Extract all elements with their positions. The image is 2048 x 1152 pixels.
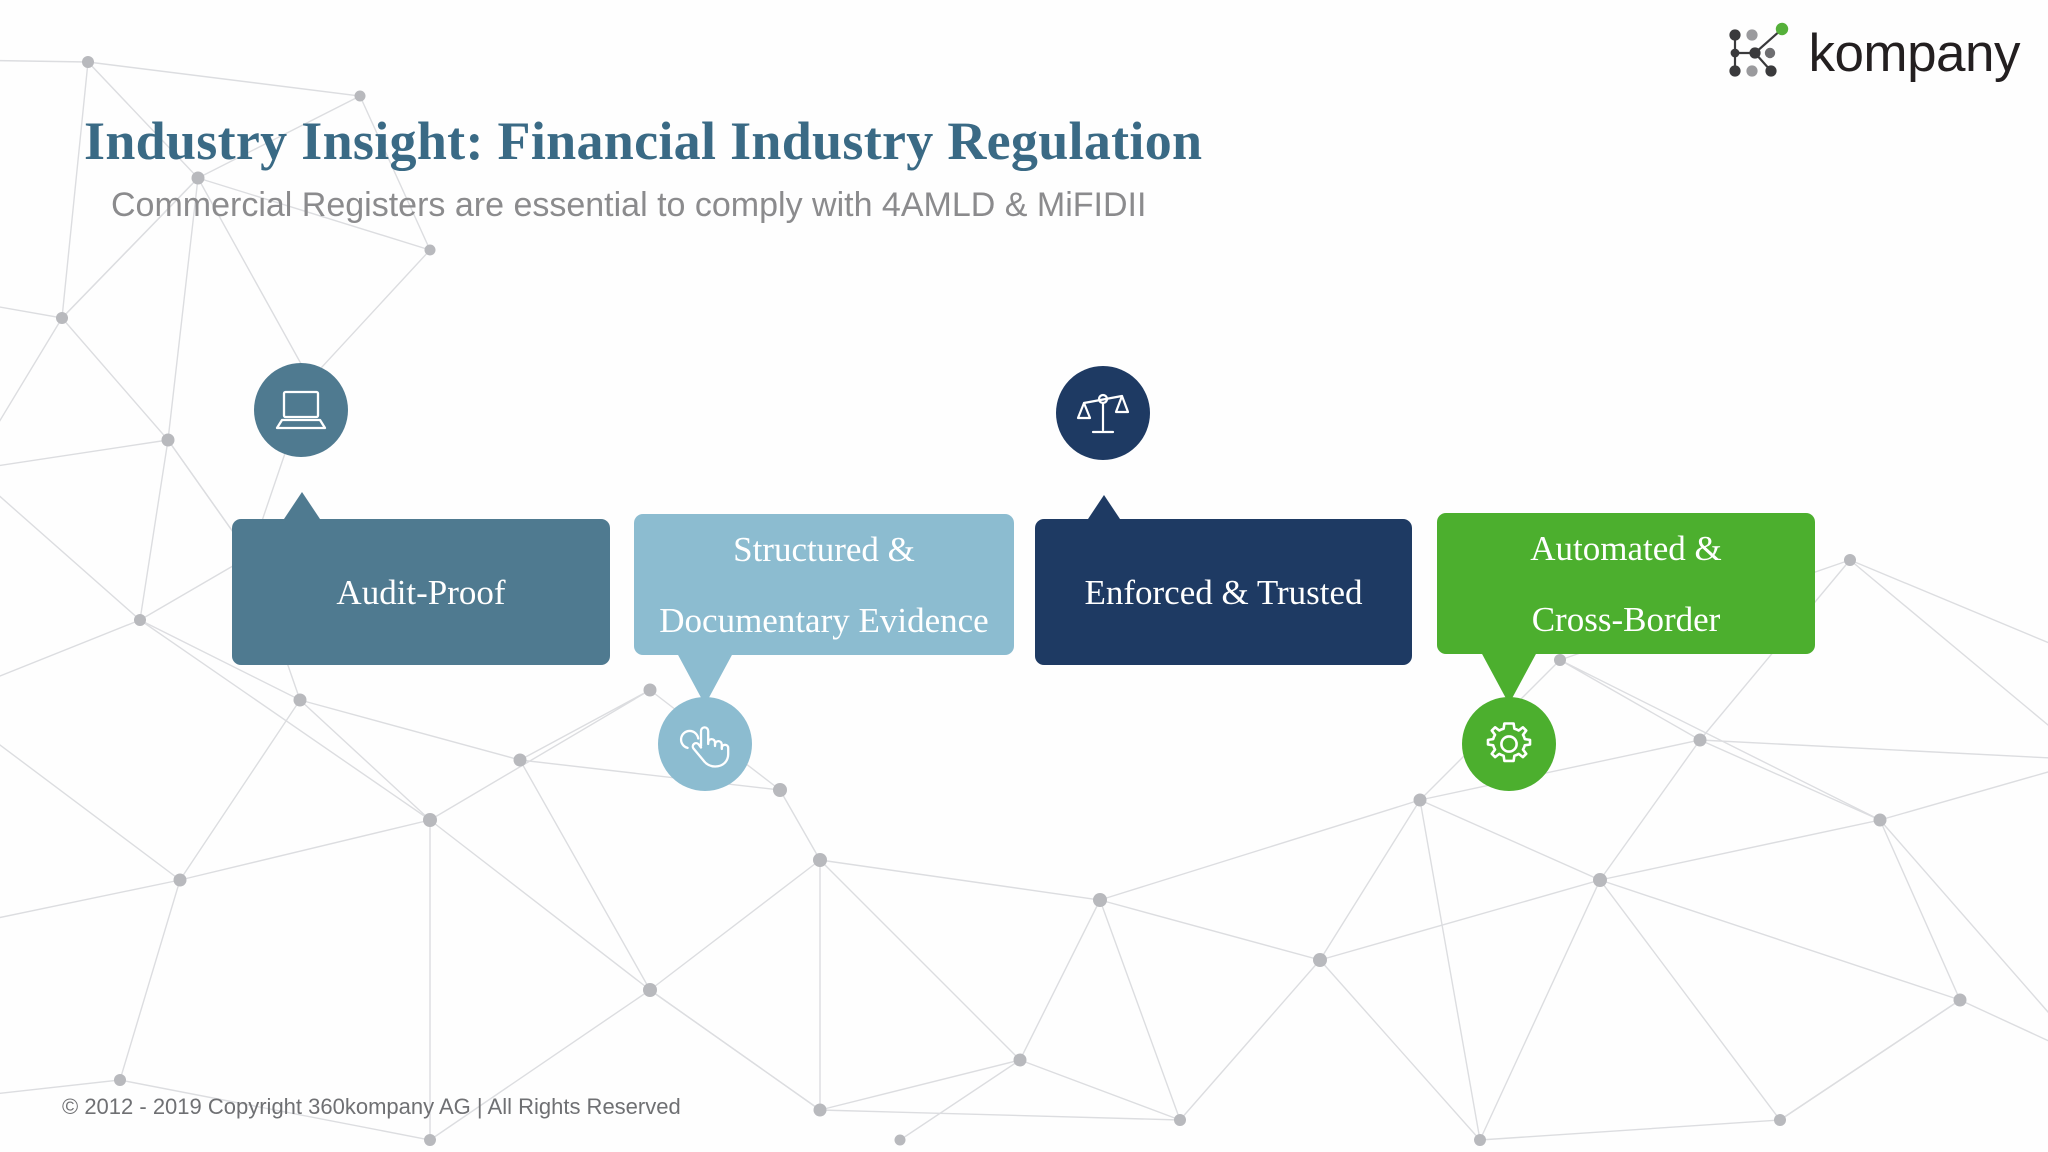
card-enforced-trusted[interactable]: Enforced & Trusted: [1035, 519, 1412, 665]
card-label-line: Structured &: [733, 529, 915, 569]
scales-of-justice-icon-bubble[interactable]: [1056, 366, 1150, 460]
card-label-line: Cross-Border: [1531, 599, 1721, 639]
page-title: Industry Insight: Financial Industry Reg…: [84, 111, 1203, 171]
page-subtitle: Commercial Registers are essential to co…: [111, 186, 1147, 224]
scales-of-justice-icon: [1076, 393, 1130, 434]
card-structured-documentary-evidence[interactable]: Structured & Documentary Evidence: [634, 514, 1014, 655]
kompany-logo[interactable]: kompany: [1724, 22, 2020, 84]
logo-wordmark: kompany: [1808, 23, 2020, 83]
card-label-line: Documentary Evidence: [659, 600, 989, 640]
card-audit-proof[interactable]: Audit-Proof: [232, 519, 610, 665]
card-label-line: Automated &: [1530, 528, 1722, 568]
card-automated-cross-border[interactable]: Automated & Cross-Border: [1437, 513, 1815, 654]
card-tail-automated: [1481, 652, 1537, 704]
card-label-line: Enforced & Trusted: [1084, 572, 1363, 612]
card-label-line: Audit-Proof: [336, 572, 506, 612]
card-tail-structured: [677, 653, 733, 705]
gear-icon: [1486, 722, 1532, 763]
laptop-icon: [275, 390, 327, 430]
kompany-network-k-mark: [1729, 22, 1789, 77]
footer-copyright: © 2012 - 2019 Copyright 360kompany AG | …: [62, 1094, 681, 1119]
laptop-icon-bubble[interactable]: [254, 363, 348, 457]
tap-hand-icon: [679, 726, 730, 768]
tap-hand-icon-bubble[interactable]: [658, 697, 752, 791]
gear-icon-bubble[interactable]: [1462, 697, 1556, 791]
